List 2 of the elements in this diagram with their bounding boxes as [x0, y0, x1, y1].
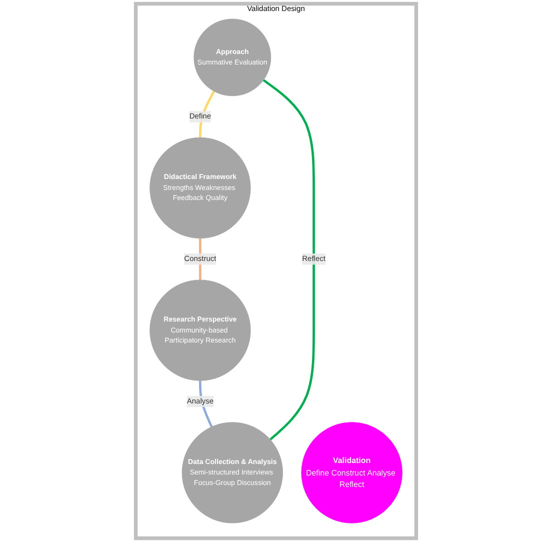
connector: [199, 90, 216, 138]
connector: [262, 79, 315, 440]
